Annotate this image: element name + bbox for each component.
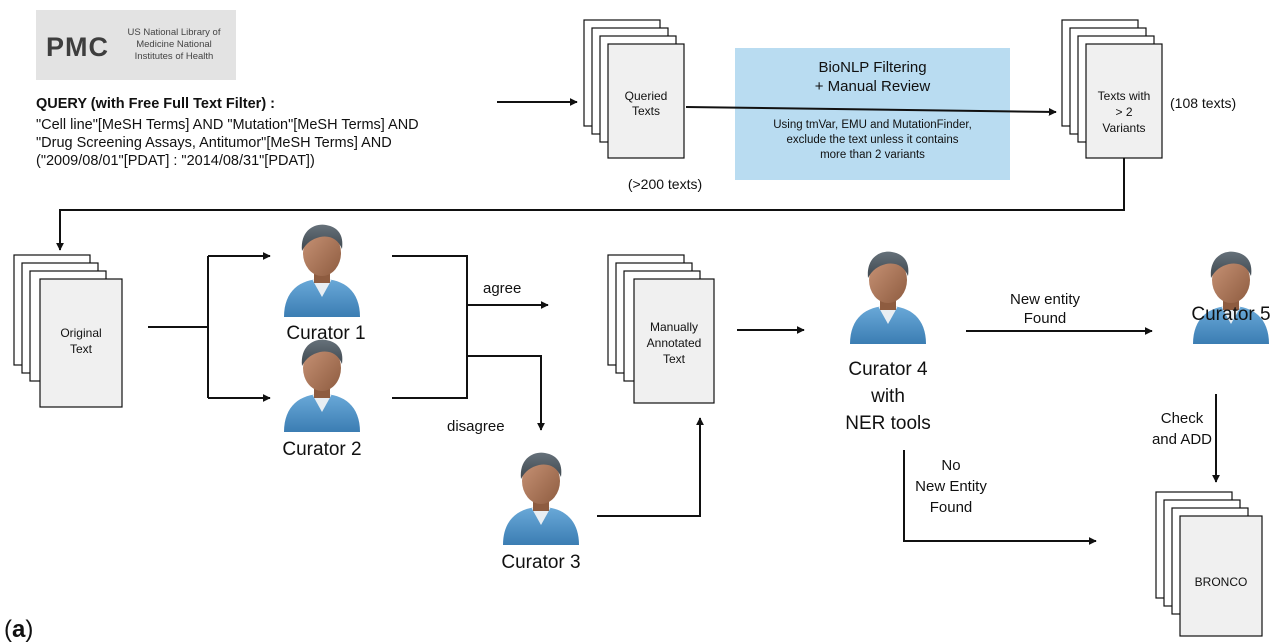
disagree-label: disagree (447, 418, 505, 435)
filter-title-line: + Manual Review (814, 78, 931, 95)
annotated-text-label: Annotated (647, 336, 702, 350)
annotated-text-label: Text (663, 352, 686, 366)
filter-description-line: Using tmVar, EMU and MutationFinder, (773, 119, 972, 131)
queried-texts-count: (>200 texts) (628, 176, 702, 192)
filtered-texts-label: Texts with (1098, 89, 1151, 103)
arrow-queried-to-filtered (685, 106, 1057, 116)
new-entity-label: New entity (1010, 291, 1081, 308)
annotated-text-label: Manually (650, 320, 698, 334)
filtered-texts-label: Variants (1102, 121, 1145, 135)
pmc-logo-mark: PMC (46, 32, 109, 62)
filtered-texts-count: (108 texts) (1170, 95, 1236, 111)
filter-description-line: more than 2 variants (820, 149, 925, 161)
bronco-label: BRONCO (1195, 575, 1248, 589)
connectors (56, 98, 1220, 545)
curator-5-icon (1193, 251, 1269, 344)
curator-1-label: Curator 1 (286, 323, 365, 344)
original-text-label: Original (60, 326, 101, 340)
queried-texts-label: Texts (632, 104, 660, 118)
panel-label-letter: a (12, 616, 26, 643)
pmc-logo-subtitle-line: US National Library of (127, 27, 221, 38)
curator-2-label: Curator 2 (282, 439, 361, 460)
curator-2-icon (284, 339, 360, 432)
no-new-entity-label: Found (930, 499, 973, 516)
pmc-logo-subtitle-line: Medicine National (136, 39, 212, 50)
filter-box: BioNLP Filtering + Manual Review Using t… (735, 48, 1010, 180)
curator-5-label: Curator 5 (1191, 304, 1270, 325)
panel-label-open: ( (4, 616, 12, 643)
no-new-entity-label: No (941, 457, 960, 474)
original-text-label: Text (70, 342, 93, 356)
arrow-filtered-to-original (56, 158, 1125, 251)
check-add-label: and ADD (1152, 431, 1212, 448)
pmc-logo-subtitle: US National Library of Medicine National… (120, 27, 228, 63)
pmc-logo: PMC US National Library of Medicine Nati… (36, 10, 236, 80)
curator-4-label: Curator 4 (848, 359, 928, 380)
query-body: "Cell line"[MeSH Terms] AND "Mutation"[M… (36, 116, 506, 170)
queried-texts-label: Queried (625, 89, 668, 103)
panel-label: (a) (4, 616, 33, 643)
arrow-disagree (467, 355, 545, 431)
original-text-stack: Original Text (13, 254, 123, 408)
queried-texts-stack: Queried Texts (583, 19, 685, 159)
curator-4-icon (850, 251, 926, 344)
bronco-stack: BRONCO (1155, 491, 1263, 637)
filter-title-line: BioNLP Filtering (818, 59, 927, 76)
curator-3-icon (503, 452, 579, 545)
curator-3-label: Curator 3 (501, 552, 580, 573)
pmc-logo-subtitle-line: Institutes of Health (134, 51, 214, 62)
query-title: QUERY (with Free Full Text Filter) : (36, 96, 276, 112)
check-add-label: Check (1161, 410, 1204, 427)
query-line: ("2009/08/01"[PDAT] : "2014/08/31"[PDAT]… (36, 153, 315, 169)
filter-title: BioNLP Filtering + Manual Review (735, 58, 1010, 96)
no-new-entity-label: New Entity (915, 478, 987, 495)
annotated-text-stack: Manually Annotated Text (607, 254, 715, 404)
curator-4-label: with (870, 386, 905, 407)
agree-label: agree (483, 280, 521, 297)
new-entity-label: Found (1024, 310, 1067, 327)
filter-description-line: exclude the text unless it contains (786, 134, 959, 146)
filtered-texts-stack: Texts with > 2 Variants (1061, 19, 1163, 159)
curator-4-label: NER tools (845, 413, 931, 434)
arrow-no-new-entity (903, 450, 1097, 545)
arrow-curator-3-to-annotated (597, 417, 704, 517)
filtered-texts-label: > 2 (1115, 105, 1132, 119)
filter-description: Using tmVar, EMU and MutationFinder, exc… (735, 118, 1010, 163)
query-line: "Drug Screening Assays, Antitumor"[MeSH … (36, 135, 392, 151)
panel-label-close: ) (25, 616, 33, 643)
curator-1-icon (284, 224, 360, 317)
query-line: "Cell line"[MeSH Terms] AND "Mutation"[M… (36, 117, 419, 133)
merge-bracket (392, 255, 468, 399)
